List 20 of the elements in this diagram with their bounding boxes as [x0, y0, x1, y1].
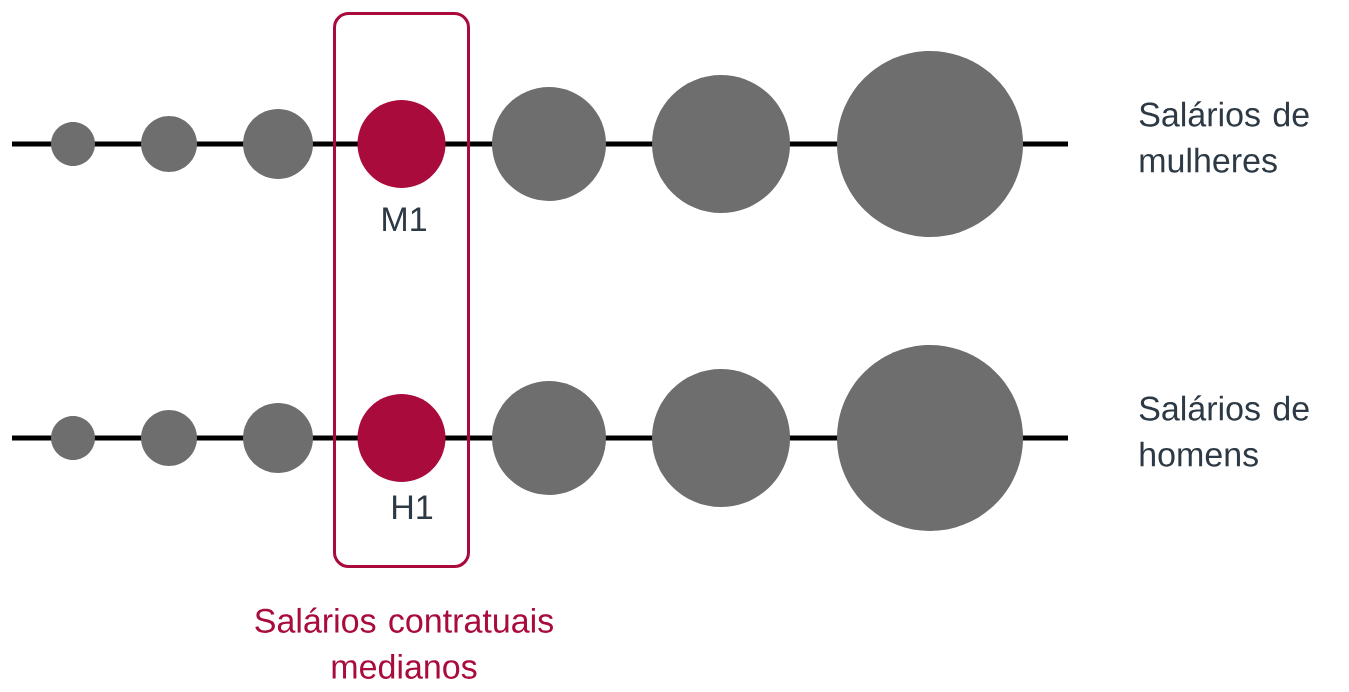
circle	[357, 100, 446, 188]
circle	[652, 369, 790, 507]
circle	[243, 403, 313, 473]
circle-label: M1	[383, 207, 426, 231]
row-label: Salários de homens	[1139, 395, 1309, 467]
highlight-frame	[333, 12, 470, 568]
circle	[243, 109, 313, 179]
circle	[141, 410, 197, 466]
circle	[357, 394, 446, 482]
circle	[51, 416, 95, 460]
circle	[837, 345, 1023, 531]
circle	[51, 122, 95, 166]
circle	[652, 75, 790, 213]
circle	[492, 87, 606, 201]
circle	[492, 381, 606, 495]
row-label: Salários de mulheres	[1139, 101, 1309, 173]
circle-label: H1	[393, 495, 433, 519]
circle	[837, 51, 1023, 237]
circle	[141, 116, 197, 172]
node-label: Salários contratuais medianos	[255, 607, 553, 679]
